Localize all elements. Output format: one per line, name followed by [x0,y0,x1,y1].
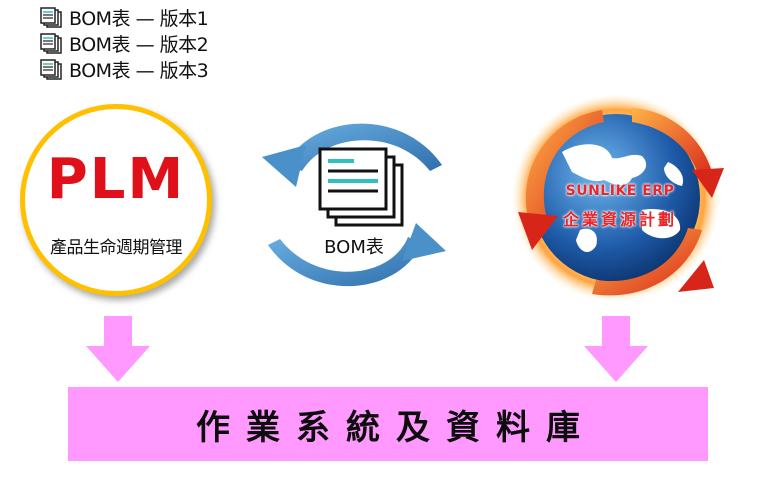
cycle-arrow-icon [268,223,446,287]
erp-globe-graphic [512,94,724,302]
os-database-box: 作業系統及資料庫 [68,387,708,461]
os-database-label: 作業系統及資料庫 [196,407,596,448]
cycle-arrow-icon [592,228,714,296]
bom-version-label: BOM表 — 版本1 [69,8,209,30]
document-stack-icon [40,58,62,80]
down-arrow-icon [584,316,648,382]
cycle-arrow-icon [262,123,442,187]
document-stack-icon [40,32,62,54]
erp-brand-label: SUNLIKE ERP [565,183,675,199]
bom-version-label: BOM表 — 版本2 [69,34,209,56]
document-stack-icon [40,6,62,28]
cycle-arrow-icon [518,110,604,250]
plm-title: PLM [46,147,186,212]
down-arrow-icon [86,316,150,382]
erp-subtitle-label: 企業資源計劃 [562,210,677,229]
bom-version-label: BOM表 — 版本3 [69,60,209,82]
plm-subtitle: 產品生命週期管理 [50,238,183,258]
plm-circle [20,104,212,296]
bom-cycle [262,123,446,287]
document-stack-icon [318,147,404,227]
bom-version-list: BOM表 — 版本1 BOM表 — 版本2 BOM表 — 版本3 [40,6,209,82]
cycle-arrow-icon [632,108,724,198]
bom-center-label: BOM表 [324,237,384,258]
bom-version-item: BOM表 — 版本3 [40,58,209,82]
globe-icon [532,114,700,282]
bom-version-item: BOM表 — 版本2 [40,32,209,56]
bom-version-item: BOM表 — 版本1 [40,6,209,30]
